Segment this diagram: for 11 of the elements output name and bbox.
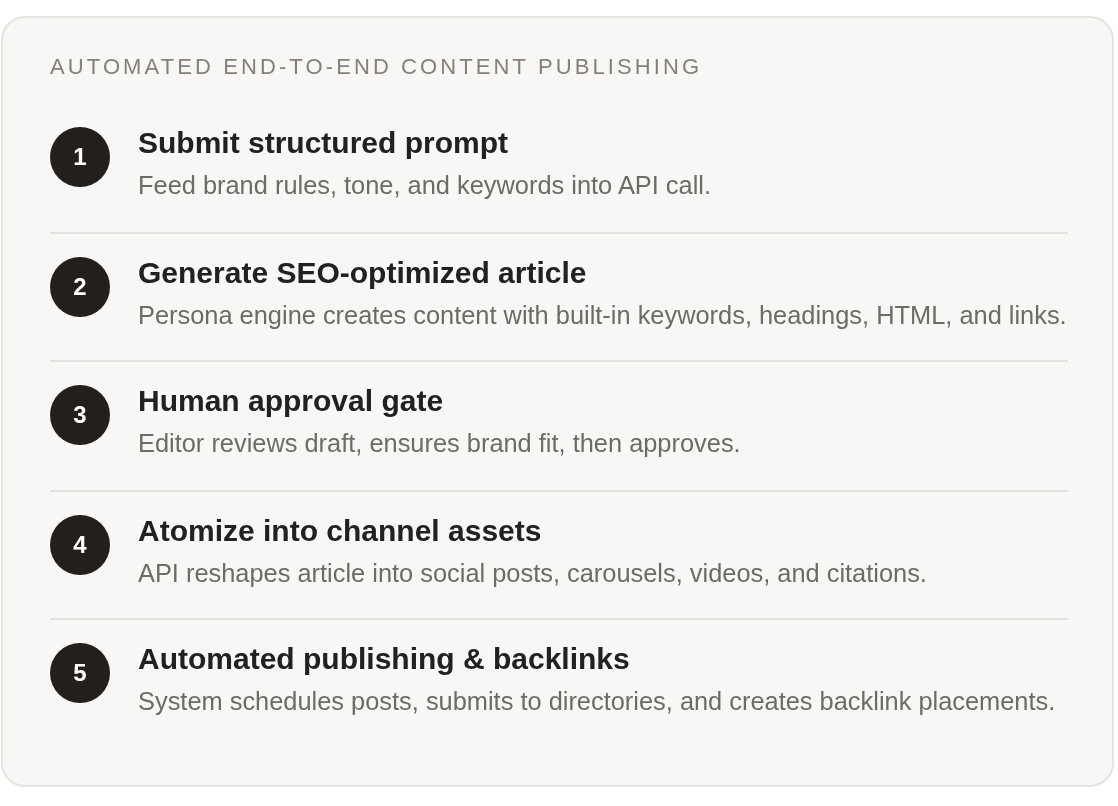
section-title: AUTOMATED END-TO-END CONTENT PUBLISHING	[50, 53, 703, 81]
step-title: Human approval gate	[138, 384, 444, 418]
step-title: Atomize into channel assets	[138, 514, 542, 548]
step-title: Generate SEO-optimized article	[138, 256, 587, 290]
step-title: Submit structured prompt	[138, 126, 508, 160]
step-description: Persona engine creates content with built-in keywords, headings, HTML, and links.	[138, 300, 1067, 330]
step-description: Feed brand rules, tone, and keywords into API call.	[138, 170, 712, 200]
step-title: Automated publishing & backlinks	[138, 642, 630, 676]
step-description: API reshapes article into social posts, carousels, videos, and citations.	[138, 558, 927, 588]
step-description: Editor reviews draft, ensures brand fit, then approves.	[138, 428, 741, 458]
step-description: System schedules posts, submits to directories, and creates backlink placements.	[138, 686, 1056, 716]
